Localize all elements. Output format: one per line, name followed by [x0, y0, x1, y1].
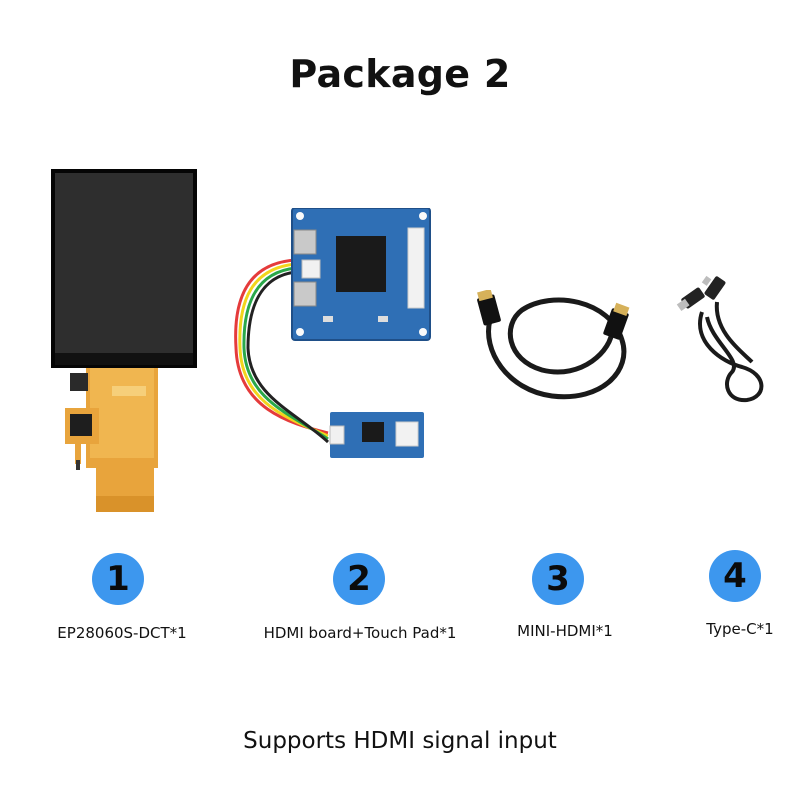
item-label-1: EP28060S-DCT*1	[57, 624, 187, 642]
item-number-badge-3: 3	[532, 553, 584, 605]
footer-caption: Supports HDMI signal input	[243, 728, 557, 754]
lcd-display-module-image	[50, 168, 200, 518]
package-title: Package 2	[289, 52, 511, 96]
item-number-badge-4: 4	[709, 550, 761, 602]
item-label-2: HDMI board+Touch Pad*1	[263, 624, 457, 642]
type-c-cable-image	[672, 272, 772, 407]
item-label-3: MINI-HDMI*1	[517, 622, 613, 640]
item-number-badge-1: 1	[92, 553, 144, 605]
mini-hdmi-cable-image	[472, 288, 642, 405]
hdmi-board-touch-pad-image	[228, 207, 433, 463]
item-label-4: Type-C*1	[706, 620, 774, 638]
item-number-badge-2: 2	[333, 553, 385, 605]
